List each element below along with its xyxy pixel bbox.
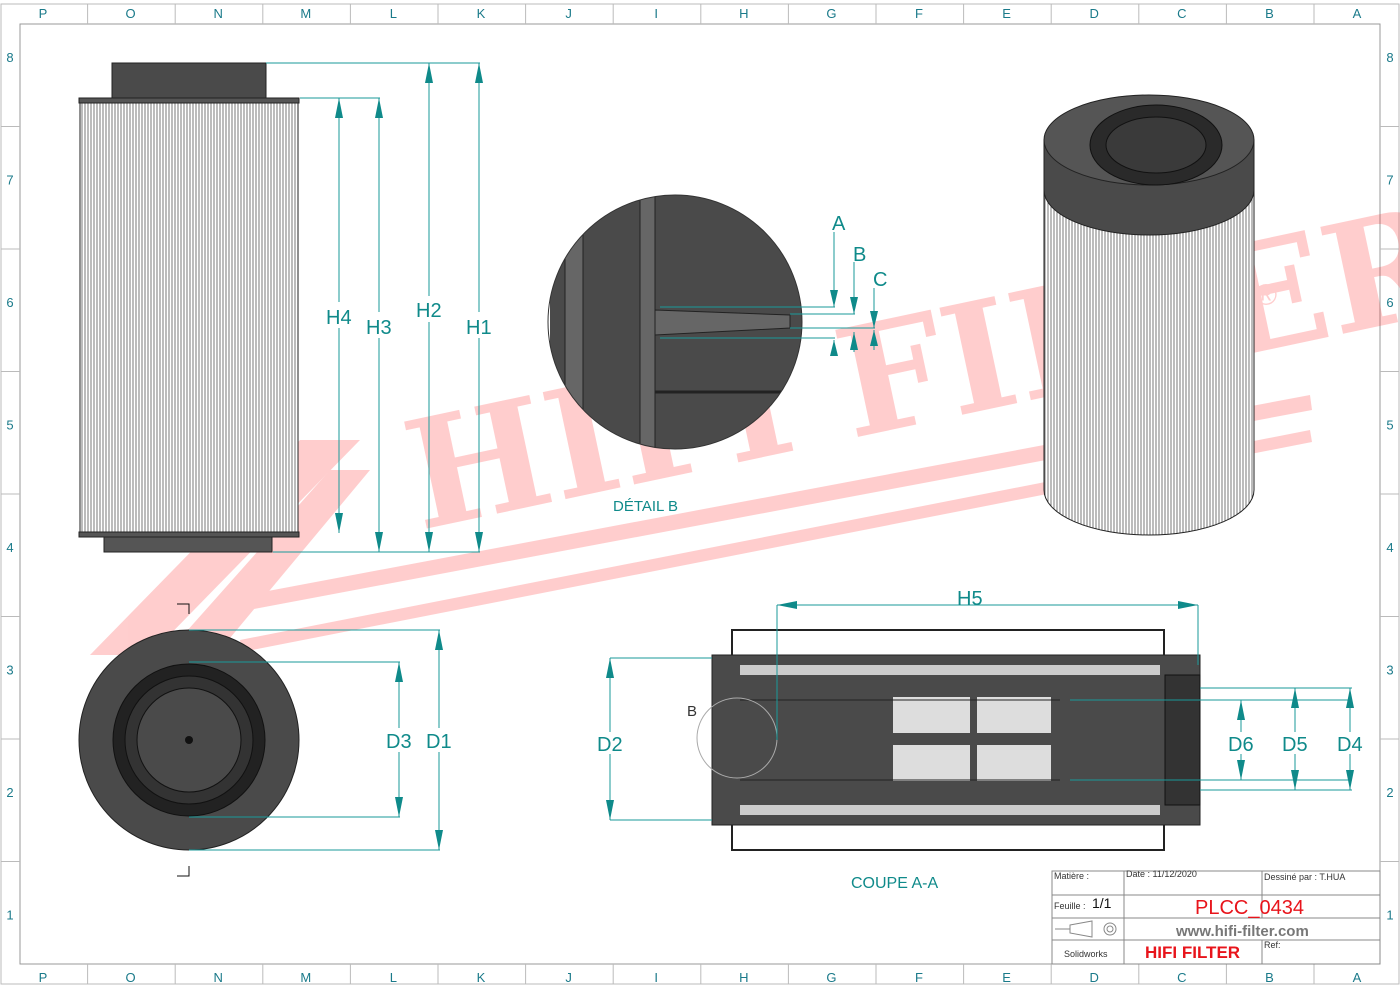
grid-column-label: G — [826, 6, 836, 21]
grid-column-label: H — [739, 6, 748, 21]
svg-text:PLCC_0434: PLCC_0434 — [1195, 897, 1304, 919]
grid-column-label: E — [1002, 970, 1011, 985]
svg-text:C: C — [873, 269, 887, 291]
grid-row-label: 3 — [1386, 663, 1393, 678]
grid-row-label: 4 — [6, 540, 13, 555]
projection-symbol-icon — [1055, 920, 1117, 938]
front-view — [78, 62, 300, 553]
svg-text:Feuille :: Feuille : — [1054, 901, 1086, 911]
grid-column-label: F — [915, 6, 923, 21]
grid-column-label: N — [214, 970, 223, 985]
svg-text:A: A — [832, 213, 846, 235]
grid-row-label: 8 — [1386, 50, 1393, 65]
grid-column-label: B — [1265, 6, 1274, 21]
grid-row-label: 5 — [6, 418, 13, 433]
grid-row-label: 2 — [1386, 785, 1393, 800]
grid-column-label: K — [477, 970, 486, 985]
grid-column-label: L — [390, 970, 397, 985]
grid-column-label: I — [654, 970, 658, 985]
isometric-view — [1043, 94, 1255, 536]
grid-column-label: C — [1177, 970, 1186, 985]
grid-column-label: O — [126, 970, 136, 985]
svg-text:1/1: 1/1 — [1092, 895, 1112, 911]
bottom-view: D3 D1 — [78, 603, 456, 877]
svg-text:Date : 11/12/2020: Date : 11/12/2020 — [1126, 869, 1197, 879]
svg-text:DÉTAIL B: DÉTAIL B — [613, 498, 678, 515]
grid-column-label: A — [1353, 970, 1362, 985]
grid-column-label: E — [1002, 6, 1011, 21]
grid-column-label: J — [565, 970, 572, 985]
svg-text:COUPE A-A: COUPE A-A — [851, 875, 938, 892]
svg-text:D3: D3 — [386, 731, 412, 753]
grid-column-label: A — [1353, 6, 1362, 21]
grid-column-label: M — [300, 6, 311, 21]
section-view: B H5 D2 D6 D5 D4 COUPE A-A — [596, 588, 1366, 892]
svg-text:H1: H1 — [466, 317, 492, 339]
grid-row-label: 4 — [1386, 540, 1393, 555]
grid-column-label: P — [39, 6, 48, 21]
grid-row-label: 5 — [1386, 418, 1393, 433]
grid-row-label: 7 — [1386, 173, 1393, 188]
svg-text:®: ® — [1255, 279, 1277, 312]
grid-row-label: 8 — [6, 50, 13, 65]
svg-text:Ref:: Ref: — [1264, 940, 1281, 950]
svg-text:H3: H3 — [366, 317, 392, 339]
grid-column-label: P — [39, 970, 48, 985]
grid-column-label: J — [565, 6, 572, 21]
svg-text:D1: D1 — [426, 731, 452, 753]
svg-text:Dessiné par : T.HUA: Dessiné par : T.HUA — [1264, 872, 1345, 882]
grid-column-label: H — [739, 970, 748, 985]
svg-text:Solidworks: Solidworks — [1064, 949, 1108, 959]
grid-column-label: D — [1090, 6, 1099, 21]
grid-row-label: 2 — [6, 785, 13, 800]
grid-column-label: D — [1090, 970, 1099, 985]
title-block: Matière : Date : 11/12/2020 Dessiné par … — [1051, 869, 1381, 965]
grid-column-label: N — [214, 6, 223, 21]
grid-column-label: O — [126, 6, 136, 21]
svg-text:D5: D5 — [1282, 734, 1308, 756]
grid-row-label: 1 — [1386, 908, 1393, 923]
grid-column-label: G — [826, 970, 836, 985]
grid-row-label: 6 — [1386, 295, 1393, 310]
svg-text:D2: D2 — [597, 734, 623, 756]
svg-text:H2: H2 — [416, 300, 442, 322]
grid-column-label: L — [390, 6, 397, 21]
grid-row-label: 1 — [6, 908, 13, 923]
grid-row-label: 3 — [6, 663, 13, 678]
section-marker — [177, 603, 190, 877]
grid-column-label: C — [1177, 6, 1186, 21]
grid-column-label: M — [300, 970, 311, 985]
svg-text:H4: H4 — [326, 307, 352, 329]
svg-text:www.hifi-filter.com: www.hifi-filter.com — [1175, 923, 1309, 940]
svg-text:D4: D4 — [1337, 734, 1363, 756]
grid-column-label: F — [915, 970, 923, 985]
svg-text:D6: D6 — [1228, 734, 1254, 756]
grid-column-label: B — [1265, 970, 1274, 985]
detail-b-view: DÉTAIL B A B C — [547, 194, 887, 515]
svg-text:H5: H5 — [957, 588, 983, 610]
front-dimensions: H4 H3 H2 H1 — [266, 62, 496, 553]
svg-text:Matière :: Matière : — [1054, 871, 1089, 881]
grid-column-label: K — [477, 6, 486, 21]
svg-text:HIFI FILTER: HIFI FILTER — [1145, 943, 1240, 962]
svg-text:B: B — [687, 703, 697, 720]
grid-row-label: 7 — [6, 173, 13, 188]
grid-row-label: 6 — [6, 295, 13, 310]
svg-text:B: B — [853, 244, 866, 266]
grid-column-label: I — [654, 6, 658, 21]
